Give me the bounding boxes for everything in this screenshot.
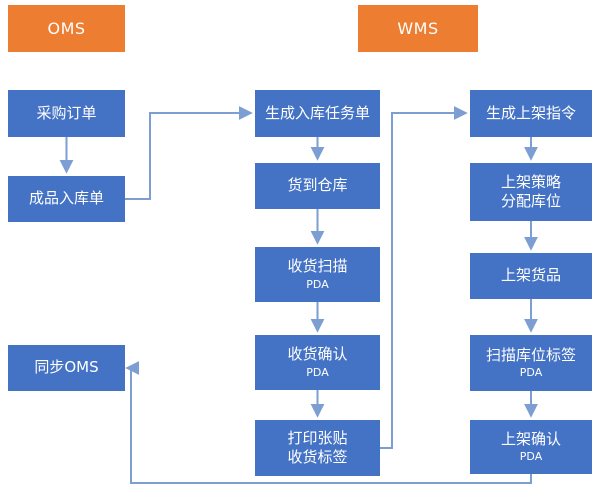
node-label: 分配库位 <box>500 192 561 210</box>
node-label: 采购订单 <box>36 103 97 122</box>
node-label: 上架货品 <box>500 266 561 285</box>
node-label: 上架确认 <box>500 429 561 448</box>
node-label: 收货标签 <box>287 448 348 466</box>
node-label: 成品入库单 <box>28 189 104 208</box>
node-label: 生成入库任务单 <box>264 103 370 122</box>
node-putaway-goods: 上架货品 <box>470 253 592 299</box>
node-sublabel-pda: PDA <box>306 365 329 379</box>
header-oms: OMS <box>8 5 125 52</box>
arrow-print-to-putaway-instruction <box>380 106 468 449</box>
node-sublabel-pda: PDA <box>306 277 329 291</box>
node-putaway-strategy-assign-location: 上架策略 分配库位 <box>470 163 592 221</box>
node-label: 上架策略 <box>500 172 561 191</box>
node-sublabel-pda: PDA <box>519 450 543 464</box>
header-oms-label: OMS <box>47 19 86 38</box>
node-label: 生成上架指令 <box>485 103 576 122</box>
node-receiving-confirm: 收货确认 PDA <box>255 335 380 390</box>
node-generate-putaway-instruction: 生成上架指令 <box>470 90 592 137</box>
node-label: 收货确认 <box>287 345 348 364</box>
node-putaway-confirm: 上架确认 PDA <box>470 420 592 474</box>
header-wms: WMS <box>358 5 478 52</box>
node-finished-goods-inbound-doc: 成品入库单 <box>8 176 125 222</box>
node-sync-oms: 同步OMS <box>8 345 125 391</box>
node-receiving-scan: 收货扫描 PDA <box>255 247 380 302</box>
node-scan-location-label: 扫描库位标签 PDA <box>470 335 592 391</box>
header-wms-label: WMS <box>397 19 439 38</box>
node-label: 货到仓库 <box>287 176 348 195</box>
node-sublabel-pda: PDA <box>519 366 543 380</box>
node-purchase-order: 采购订单 <box>8 90 125 137</box>
node-print-receiving-label: 打印张贴 收货标签 <box>255 420 380 476</box>
node-label: 扫描库位标签 <box>485 345 576 364</box>
node-label: 收货扫描 <box>287 257 348 276</box>
node-goods-arrive-warehouse: 货到仓库 <box>255 163 380 209</box>
arrow-inbound-doc-to-task <box>125 106 253 200</box>
node-generate-inbound-task: 生成入库任务单 <box>255 90 380 137</box>
node-label: 同步OMS <box>34 358 99 377</box>
node-label: 打印张贴 <box>287 428 348 447</box>
